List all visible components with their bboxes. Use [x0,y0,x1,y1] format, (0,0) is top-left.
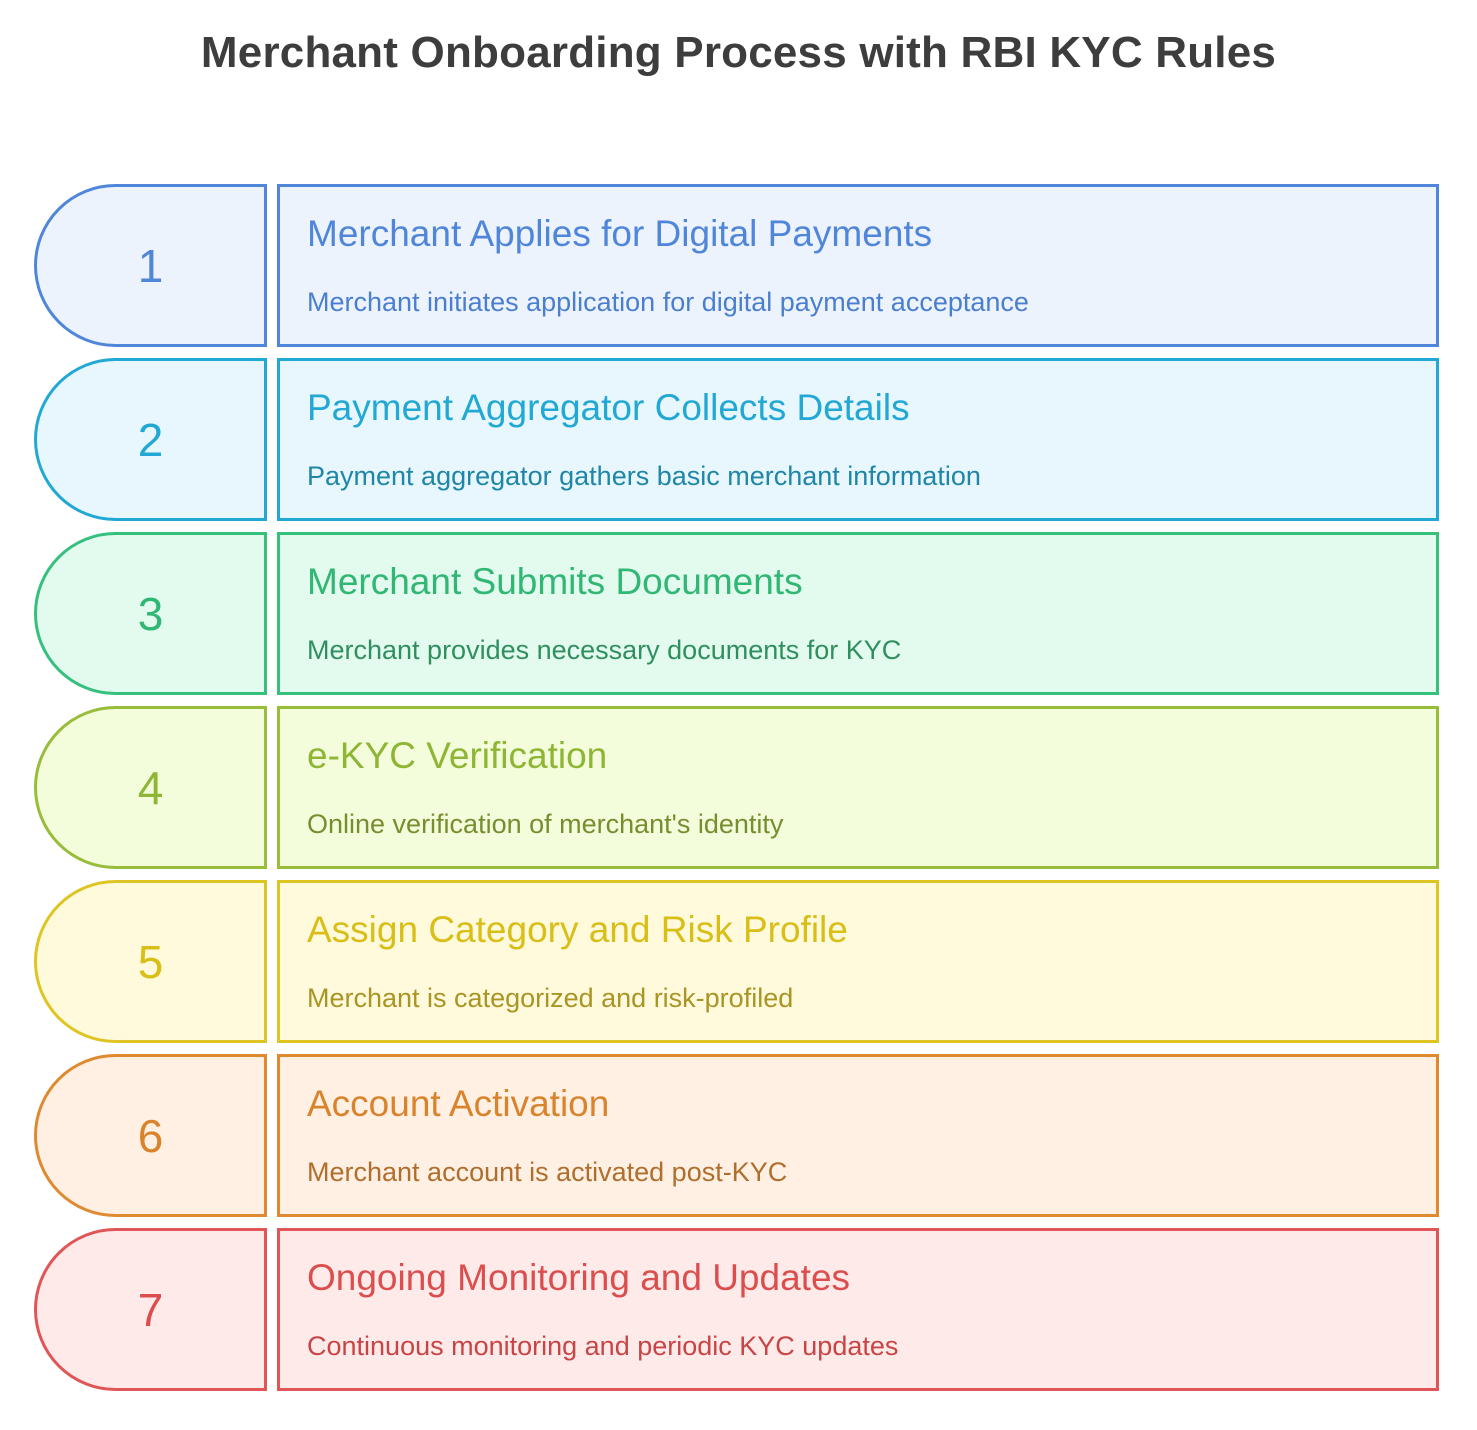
step-3: 3 Merchant Submits Documents Merchant pr… [34,532,1439,695]
step-content-box: Merchant Applies for Digital Payments Me… [277,184,1439,347]
step-description: Merchant is categorized and risk-profile… [307,983,794,1013]
step-title: Ongoing Monitoring and Updates [307,1257,851,1298]
step-content-box: Merchant Submits Documents Merchant prov… [277,532,1439,695]
step-title: Merchant Applies for Digital Payments [307,213,933,254]
step-number-tab: 5 [34,880,267,1043]
step-1: 1 Merchant Applies for Digital Payments … [34,184,1439,347]
step-description: Online verification of merchant's identi… [307,809,784,839]
step-title: Assign Category and Risk Profile [307,909,848,950]
step-number: 5 [137,935,164,988]
page-title: Merchant Onboarding Process with RBI KYC… [200,28,1277,77]
step-number: 2 [137,413,164,466]
step-title: Payment Aggregator Collects Details [307,387,910,428]
step-description: Merchant account is activated post-KYC [307,1157,788,1187]
step-content-box: Payment Aggregator Collects Details Paym… [277,358,1439,521]
step-description: Payment aggregator gathers basic merchan… [307,461,981,491]
step-description: Continuous monitoring and periodic KYC u… [307,1331,899,1361]
step-number-tab: 3 [34,532,267,695]
step-number-tab: 1 [34,184,267,347]
step-title: Merchant Submits Documents [307,561,803,602]
step-title: e-KYC Verification [307,735,608,776]
step-4: 4 e-KYC Verification Online verification… [34,706,1439,869]
step-number: 3 [137,587,164,640]
step-number: 6 [137,1109,164,1162]
step-number-tab: 4 [34,706,267,869]
step-description: Merchant initiates application for digit… [307,287,1029,317]
step-7: 7 Ongoing Monitoring and Updates Continu… [34,1228,1439,1391]
step-number-tab: 6 [34,1054,267,1217]
step-description: Merchant provides necessary documents fo… [307,635,902,665]
step-number: 7 [137,1283,164,1336]
step-content-box: Assign Category and Risk Profile Merchan… [277,880,1439,1043]
step-number-tab: 7 [34,1228,267,1391]
step-5: 5 Assign Category and Risk Profile Merch… [34,880,1439,1043]
step-2: 2 Payment Aggregator Collects Details Pa… [34,358,1439,521]
step-number: 1 [137,239,164,292]
step-content-box: e-KYC Verification Online verification o… [277,706,1439,869]
step-number: 4 [137,761,164,814]
step-6: 6 Account Activation Merchant account is… [34,1054,1439,1217]
step-title: Account Activation [307,1083,610,1124]
step-content-box: Ongoing Monitoring and Updates Continuou… [277,1228,1439,1391]
step-content-box: Account Activation Merchant account is a… [277,1054,1439,1217]
step-number-tab: 2 [34,358,267,521]
